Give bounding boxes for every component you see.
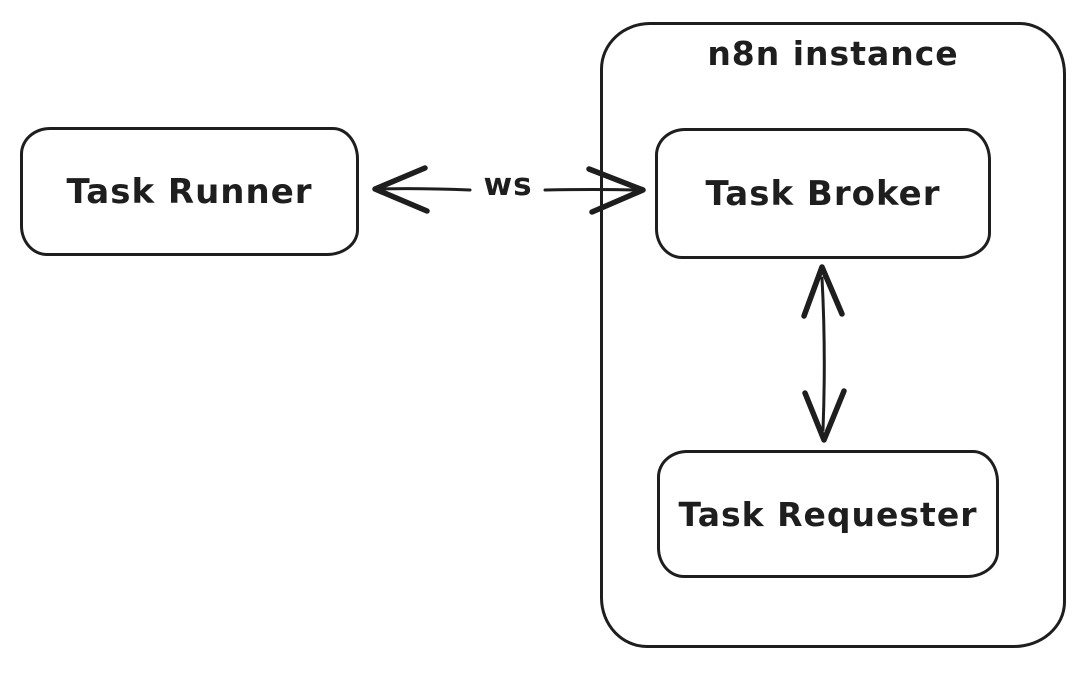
n8n-instance-label: n8n instance [707, 34, 959, 73]
task-requester-node: Task Requester [657, 450, 999, 578]
task-broker-node: Task Broker [655, 128, 991, 259]
task-broker-label: Task Broker [705, 173, 941, 214]
task-requester-label: Task Requester [678, 494, 978, 534]
n8n-instance-container [600, 22, 1066, 648]
ws-edge-label: ws [483, 167, 533, 203]
task-runner-node: Task Runner [20, 127, 359, 256]
task-runner-label: Task Runner [66, 171, 313, 212]
